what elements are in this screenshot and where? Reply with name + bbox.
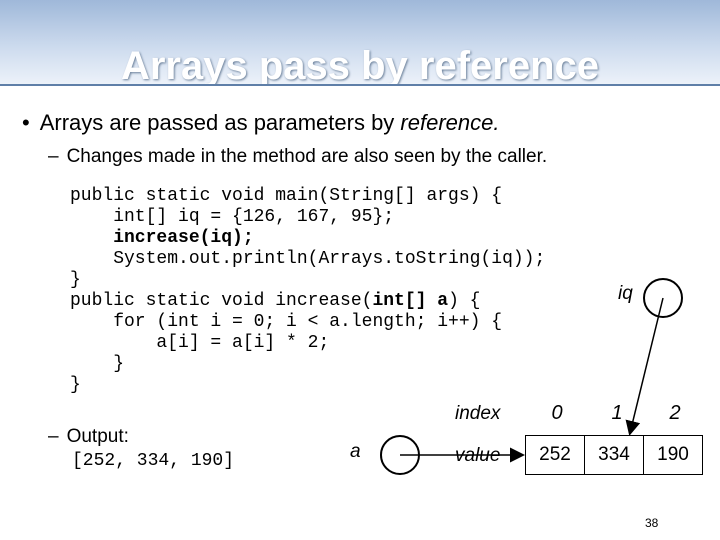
code-line-6c: ) { (448, 291, 481, 311)
code-line-7: for (int i = 0; i < a.length; i++) { (70, 312, 503, 332)
code-line-6b: int[] a (372, 291, 449, 311)
output-value: [252, 334, 190] (72, 451, 235, 471)
index-row-label: index (455, 403, 501, 424)
array-cell-0: 252 (525, 435, 585, 475)
a-reference-circle (380, 435, 420, 475)
output-label: Output: (66, 426, 129, 447)
bullet2-text: Changes made in the method are also seen… (66, 146, 548, 167)
a-variable-label: a (350, 441, 361, 462)
output-bullet: –Output: (48, 426, 129, 448)
array-index-0: 0 (551, 402, 563, 424)
value-row-label: value (455, 445, 501, 466)
bullet1-emphasis: reference. (400, 110, 500, 135)
array-index-2: 2 (669, 402, 681, 424)
code-line-5: } (70, 270, 81, 290)
title-bar: Arrays pass by reference (0, 0, 720, 86)
sub-bullet-dash-icon: – (48, 146, 59, 167)
iq-variable-label: iq (618, 283, 633, 304)
code-block: public static void main(String[] args) {… (70, 186, 545, 396)
code-line-6a: public static void increase( (70, 291, 373, 311)
sub-bullet-dash-icon: – (48, 426, 59, 447)
page-number: 38 (645, 516, 659, 530)
slide-title: Arrays pass by reference (120, 44, 600, 86)
code-line-4: System.out.println(Arrays.toString(iq)); (70, 249, 546, 269)
title-divider (0, 84, 720, 86)
code-line-9: } (70, 354, 125, 374)
bullet-changes-seen: –Changes made in the method are also see… (48, 146, 547, 168)
bullet-dot-icon: • (22, 110, 30, 135)
array-index-1: 1 (611, 402, 623, 424)
code-line-3: increase(iq); (70, 228, 254, 248)
code-line-1: public static void main(String[] args) { (70, 186, 503, 206)
code-line-2: int[] iq = {126, 167, 95}; (70, 207, 395, 227)
iq-reference-circle (643, 278, 683, 318)
array-cell-1: 334 (584, 435, 644, 475)
bullet1-text: Arrays are passed as parameters by (39, 110, 401, 135)
array-cell-2: 190 (643, 435, 703, 475)
code-line-10: } (70, 375, 81, 395)
bullet-arrays-by-reference: • Arrays are passed as parameters by refe… (22, 110, 499, 136)
code-line-8: a[i] = a[i] * 2; (70, 333, 330, 353)
